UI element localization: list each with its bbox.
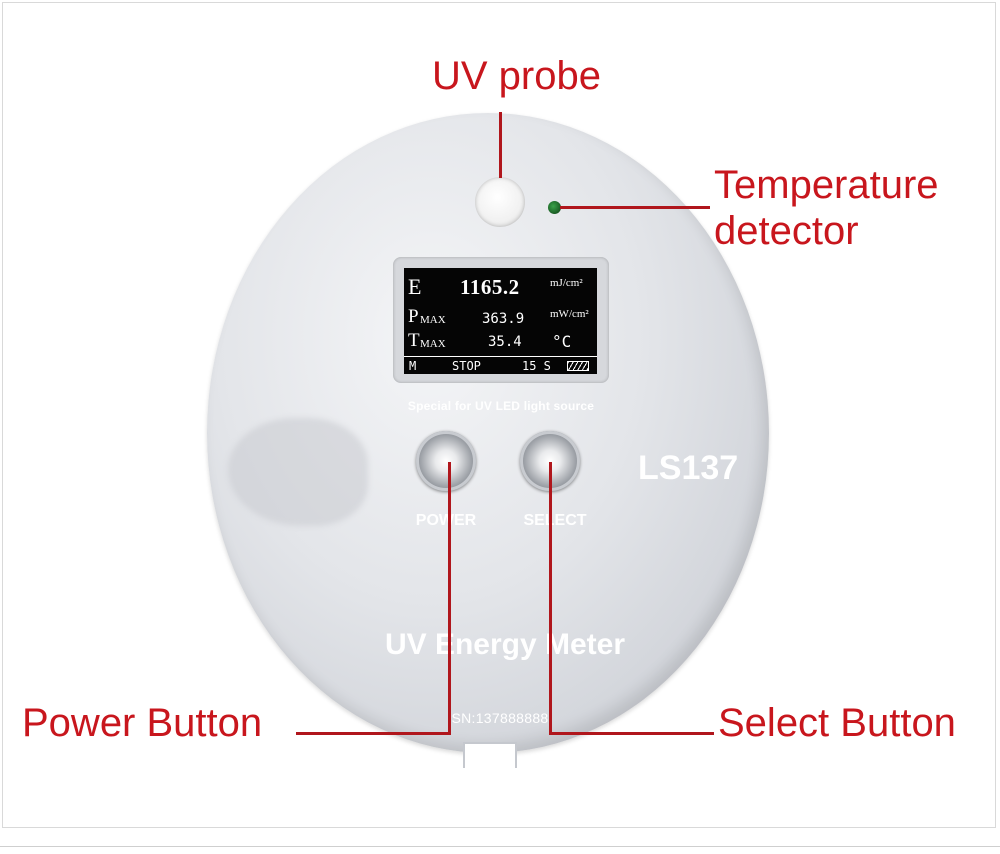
power-button[interactable] — [416, 431, 476, 491]
timer: 15 S — [522, 359, 551, 373]
pmax-value: 363.9 — [482, 311, 525, 327]
temperature-callout-line2: detector — [714, 209, 859, 253]
bottom-notch — [463, 742, 517, 768]
uv-probe-sensor — [475, 177, 525, 227]
tmax-value: 35.4 — [488, 334, 522, 350]
image-frame — [2, 2, 996, 828]
status-divider — [404, 356, 597, 357]
temperature-callout-line1: Temperature — [714, 163, 939, 207]
oled-screen: E 1165.2 mJ/cm² P MAX 363.9 mW/cm² T MAX… — [404, 268, 597, 374]
tmax-label: T — [408, 330, 420, 351]
energy-symbol: E — [408, 274, 422, 299]
energy-unit: mJ/cm² — [550, 277, 583, 289]
uv-probe-callout: UV probe — [432, 54, 601, 98]
power-button-callout: Power Button — [22, 701, 263, 745]
power-leader-horizontal — [296, 732, 451, 735]
pmax-sub: MAX — [420, 314, 446, 326]
mode-indicator: M — [409, 359, 417, 373]
pmax-unit: mW/cm² — [550, 308, 589, 320]
temp-leader-horizontal — [560, 206, 710, 209]
power-label: POWER — [415, 512, 477, 529]
blurred-logo-area — [228, 418, 368, 526]
select-button-callout: Select Button — [718, 701, 956, 745]
power-leader-vertical — [448, 462, 451, 734]
tmax-sub: MAX — [420, 338, 446, 350]
temperature-sensor — [548, 201, 561, 214]
select-leader-vertical — [549, 462, 552, 734]
select-leader-horizontal — [549, 732, 714, 735]
bottom-divider — [0, 846, 1000, 847]
product-name: UV Energy Meter — [384, 628, 626, 661]
select-label: SELECT — [523, 512, 587, 529]
tmax-unit: °C — [552, 332, 572, 351]
model-number: LS137 — [638, 449, 739, 487]
pmax-label: P — [408, 306, 419, 327]
battery-icon — [567, 361, 589, 371]
device-subtitle: Special for UV LED light source — [407, 399, 595, 413]
energy-value: 1165.2 — [460, 275, 520, 299]
temperature-detector-callout: Temperature detector — [714, 162, 939, 254]
serial-number: SN:137888888 — [451, 710, 549, 726]
probe-leader-line — [499, 112, 502, 178]
run-state: STOP — [452, 359, 481, 373]
